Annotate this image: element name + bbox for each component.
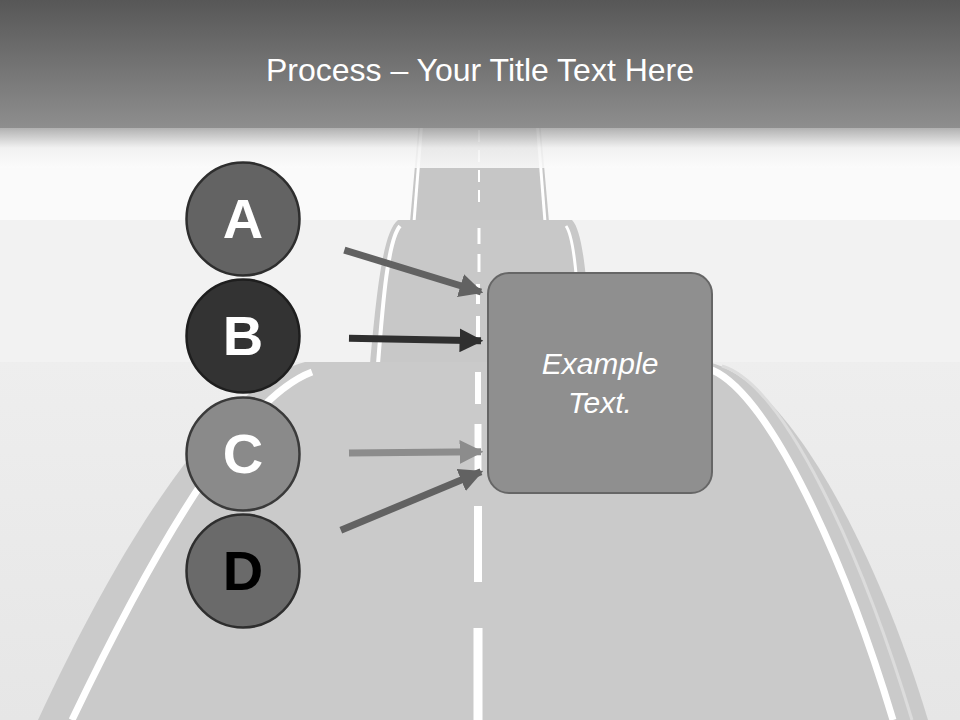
flow-arrow [344, 250, 481, 292]
step-letter: D [223, 535, 263, 608]
title: Process – Your Title Text Here [0, 52, 960, 89]
flow-arrow [349, 452, 481, 453]
circle-shape [187, 398, 300, 511]
road-edge-line [712, 370, 893, 720]
center-line [478, 130, 479, 720]
step-circle: A [185, 161, 301, 277]
lane-dash [478, 170, 480, 182]
circle-shape [187, 280, 300, 393]
lane-dash [474, 628, 483, 720]
lane-dash [476, 316, 480, 340]
step-circle: C [185, 396, 301, 512]
lane-dash [478, 190, 480, 202]
circle-shape [187, 515, 300, 628]
lane-dash [478, 228, 481, 244]
road-shoulder [722, 366, 912, 720]
mid-ground [0, 220, 960, 362]
step-circle: D [185, 513, 301, 629]
title-band-fade [0, 128, 960, 168]
box-text: Example Text. [515, 344, 685, 422]
step-letter: A [223, 183, 263, 256]
road-edge-line [378, 226, 400, 364]
process-box: Example Text. [487, 272, 713, 494]
lane-dash [475, 372, 481, 404]
title-band [0, 0, 960, 128]
flow-arrow [349, 338, 481, 341]
step-circle: B [185, 278, 301, 394]
step-letter: B [223, 300, 263, 373]
lane-dash [474, 506, 482, 582]
road-near [38, 362, 928, 720]
flow-arrow [341, 472, 481, 530]
circle-shape [187, 163, 300, 276]
lane-dash [478, 254, 481, 272]
road-edge-line [72, 372, 312, 720]
step-letter: C [223, 418, 263, 491]
